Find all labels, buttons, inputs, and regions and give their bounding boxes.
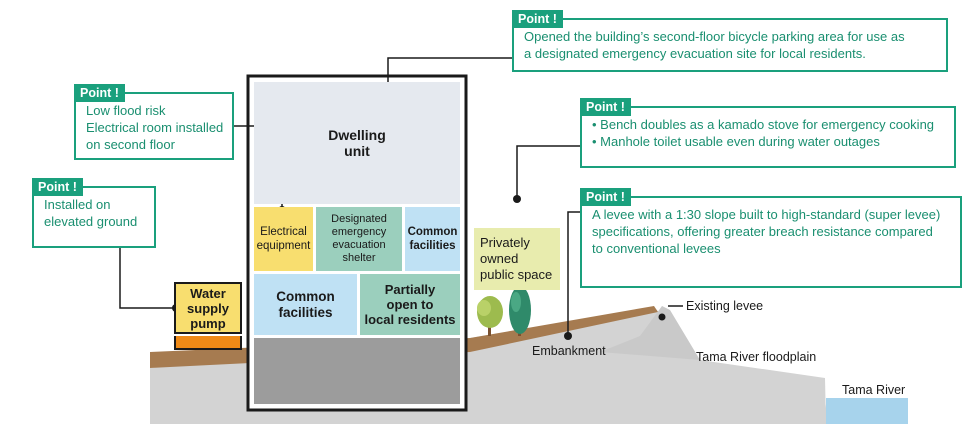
dot-embankment [564,332,572,340]
public-space-line-2: owned [480,251,519,266]
river-water [826,398,908,424]
point-tag: Point ! [74,84,125,102]
electrical-room: Electrical equipment [254,207,313,271]
common-upper-line-1: Common [407,226,458,238]
electrical-line-2: equipment [256,240,311,252]
leader-levee [567,211,581,336]
common-facilities-lower: Common facilities [254,274,357,335]
dwelling-line-2: unit [344,143,370,159]
common-lower-line-2: facilities [278,304,333,320]
point-text-line: • Manhole toilet usable even during wate… [592,134,880,149]
floodplain-label: Tama River floodplain [696,350,817,364]
point-tag: Point ! [32,178,83,196]
point-tag: Point ! [512,10,563,28]
common-upper-line-2: facilities [409,240,456,252]
point-box-bench-toilet: Point ! • Bench doubles as a kamado stov… [580,98,956,168]
pump-line-1: Water [190,285,226,301]
partially-open-area: Partially open to local residents [360,274,460,335]
point-box-elevated-ground: Point ! Installed on elevated ground [32,178,156,248]
point-box-bicycle-parking: Point ! Opened the building’s second-flo… [512,10,948,72]
point-text-line: specifications, offering greater breach … [592,224,933,239]
point-tag: Point ! [580,98,631,116]
floodplain-ground [700,360,826,424]
point-text-line: Opened the building’s second-floor bicyc… [524,29,905,44]
shelter-line-4: shelter [342,252,376,264]
levee-top-dot [658,313,666,321]
pump-line-2: supply [187,300,229,316]
common-facilities-upper: Common facilities [405,207,460,271]
water-supply-pump: Water supply pump [174,282,242,334]
dwelling-line-1: Dwelling [328,127,386,143]
point-text-line: A levee with a 1:30 slope built to high-… [592,207,941,222]
river-label: Tama River [842,383,906,397]
point-text-line: elevated ground [44,214,138,229]
public-space-line-3: public space [480,267,553,282]
leader-elevated [119,248,176,309]
point-text-line: on second floor [86,137,175,152]
existing-levee-mound [600,306,700,360]
common-lower-line-1: Common [276,288,335,304]
partially-line-2: open to [386,297,434,312]
existing-levee-label: Existing levee [686,299,764,313]
point-text-line: • Bench doubles as a kamado stove for em… [592,117,935,132]
pump-line-3: pump [190,315,226,331]
point-box-flood-risk: Point ! Low flood risk Electrical room i… [74,84,234,160]
pump-base [174,336,242,350]
point-text-line: a designated emergency evacuation site f… [524,46,866,61]
tree-left [477,296,503,336]
embankment-label: Embankment [532,344,606,358]
partially-line-3: local residents [364,312,456,327]
point-text-line: Low flood risk [86,103,166,118]
leader-bench [516,145,581,198]
shelter-line-1: Designated [331,213,387,225]
evacuation-shelter: Designated emergency evacuation shelter [316,207,402,271]
point-box-super-levee: Point ! A levee with a 1:30 slope built … [580,188,962,288]
basement [254,338,460,404]
public-space-label: Privately owned public space [474,228,560,290]
dwelling-unit: Dwelling unit [254,82,460,204]
electrical-line-1: Electrical [260,226,307,238]
point-text-line: to conventional levees [592,241,721,256]
shelter-line-2: emergency [331,226,387,238]
public-space-line-1: Privately [480,235,530,250]
partially-line-1: Partially [384,282,436,297]
point-tag: Point ! [580,188,631,206]
dot-public-space [513,195,521,203]
point-text-line: Installed on [44,197,111,212]
tree-right [509,286,531,336]
point-text-line: Electrical room installed [86,120,224,135]
shelter-line-3: evacuation [332,239,386,251]
